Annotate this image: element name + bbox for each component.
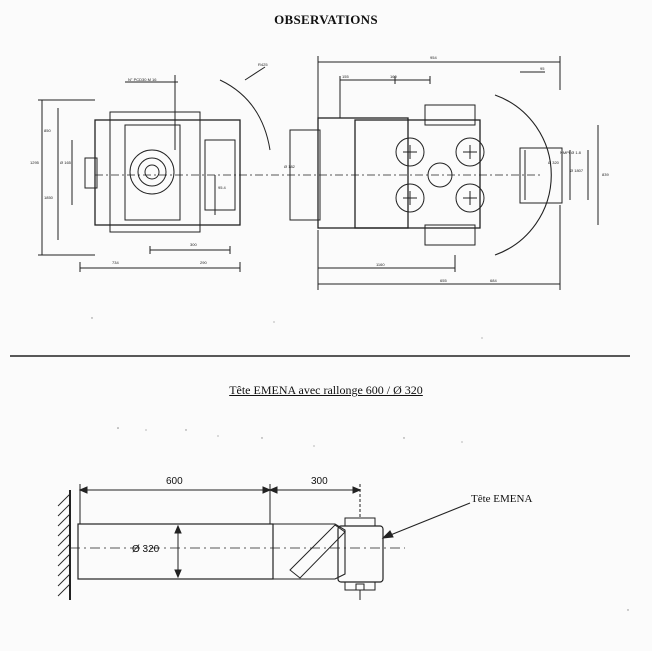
scan-specks [91, 317, 629, 611]
dim-label-160: 160 [390, 74, 397, 79]
dim-label-d320: Ø 320 [548, 160, 559, 165]
dim-label-684: 684 [490, 278, 497, 283]
dim-label-300: 300 [190, 242, 197, 247]
dim-label-pcd: N° PCD30 M 16 [128, 77, 157, 82]
dim-label-155: 155 [342, 74, 349, 79]
wall-hatching [57, 493, 71, 597]
dim-label-1160: 1160 [376, 262, 385, 267]
radius-arc-left [219, 79, 271, 151]
extension-caption: Tête EMENA avec rallonge 600 / Ø 320 [229, 383, 423, 397]
right-unit-drawing [289, 56, 599, 290]
dim-label-300-lower: 300 [311, 476, 328, 487]
dim-label-954: 954 [430, 55, 437, 60]
head-label: Tête EMENA [471, 493, 533, 505]
diagonal-flange [289, 524, 346, 579]
dim-label-d182: Ø 182 [284, 164, 295, 169]
dim-label-290: 290 [200, 260, 207, 265]
dim-label-95-4: 95.4 [218, 185, 226, 190]
dim-label-r425: R425 [258, 62, 268, 67]
head-leader-line [382, 502, 471, 539]
dim-label-1850: 1850 [44, 195, 53, 200]
dim-label-95: 95 [540, 66, 545, 71]
adaptor-body [273, 523, 346, 580]
dim-label-d165: Ø 165 [60, 160, 71, 165]
dim-label-655: 655 [440, 278, 447, 283]
left-unit-drawing [38, 75, 241, 272]
extension-tube [77, 523, 274, 580]
head-leader-arrow [381, 530, 394, 539]
dim-label-diameter: Ø 320 [132, 544, 160, 555]
dim-label-734: 734 [112, 260, 119, 265]
dim-label-839: 839 [602, 172, 609, 177]
extension-diagram [57, 484, 471, 600]
dim-label-nmpi: NMPI Ø 1.8 [560, 150, 581, 155]
dim-label-850: 850 [44, 128, 51, 133]
dim-label-d1807: Ø 1807 [570, 168, 584, 173]
page-title: OBSERVATIONS [274, 12, 378, 27]
dim-label-1295: 1295 [30, 160, 39, 165]
dim-label-600: 600 [166, 476, 183, 487]
